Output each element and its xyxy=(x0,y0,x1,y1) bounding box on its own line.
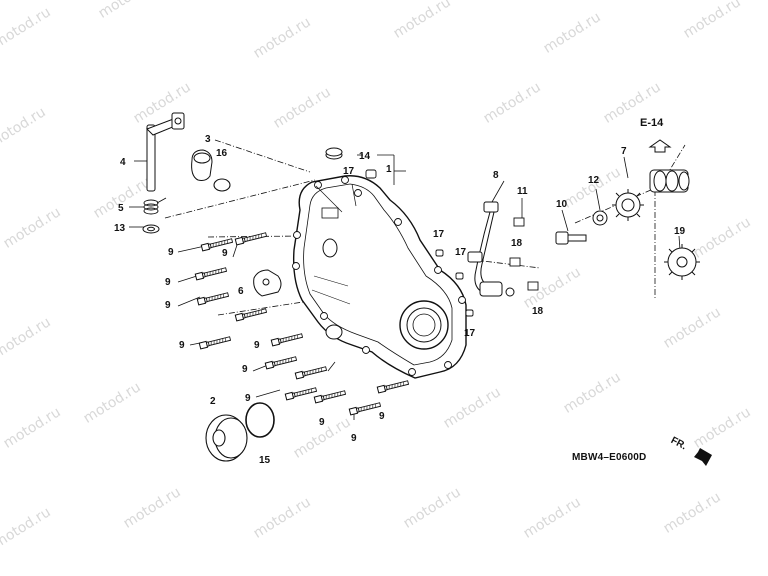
callout-6: 6 xyxy=(238,286,244,297)
pulser-rotor-part xyxy=(612,189,644,221)
callout-17: 17 xyxy=(455,247,467,258)
callout-9: 9 xyxy=(222,248,228,259)
callout-4: 4 xyxy=(120,157,126,168)
dowel-pin-part xyxy=(365,169,474,317)
callout-9: 9 xyxy=(168,247,174,258)
front-direction-arrow-icon xyxy=(694,448,712,466)
callout-16: 16 xyxy=(216,148,228,159)
cap-part xyxy=(205,414,248,462)
shift-shaft-part xyxy=(146,112,185,192)
callout-7: 7 xyxy=(621,146,627,157)
gear-washer-part xyxy=(592,210,608,226)
callout-9: 9 xyxy=(254,340,260,351)
callout-9: 9 xyxy=(165,277,171,288)
callout-9: 9 xyxy=(245,393,251,404)
seal-part xyxy=(325,147,343,160)
rotor-gear-part xyxy=(664,244,700,280)
callout-5: 5 xyxy=(118,203,124,214)
bracket-part xyxy=(253,269,282,297)
callout-9: 9 xyxy=(319,417,325,428)
callout-17: 17 xyxy=(433,229,445,240)
leader-lines xyxy=(129,139,686,420)
callout-labels: 1 2 3 4 5 6 7 8 9 9 9 9 9 9 9 9 9 9 9 10… xyxy=(114,134,686,466)
gear-bolt-part xyxy=(555,231,587,245)
cap-o-ring-part xyxy=(245,402,275,438)
reference-arrow-icon xyxy=(648,139,672,153)
callout-9: 9 xyxy=(351,433,357,444)
callout-17: 17 xyxy=(343,166,355,177)
callout-9: 9 xyxy=(379,411,385,422)
callout-1: 1 xyxy=(386,164,392,175)
callout-9: 9 xyxy=(242,364,248,375)
callout-10: 10 xyxy=(556,199,568,210)
washer-part xyxy=(142,224,160,234)
callout-18: 18 xyxy=(511,238,523,249)
callout-18: 18 xyxy=(532,306,544,317)
callout-12: 12 xyxy=(588,175,600,186)
callout-9: 9 xyxy=(179,340,185,351)
reference-label: E-14 xyxy=(640,117,664,129)
diagram-code: MBW4–E0600D xyxy=(572,452,647,463)
callout-2: 2 xyxy=(210,396,216,407)
callout-14: 14 xyxy=(359,151,371,162)
callout-8: 8 xyxy=(493,170,499,181)
callout-3: 3 xyxy=(205,134,211,145)
small-bolt-part xyxy=(509,217,539,291)
callout-17: 17 xyxy=(464,328,476,339)
callout-11: 11 xyxy=(517,186,528,197)
callout-9: 9 xyxy=(165,300,171,311)
spring-part xyxy=(143,197,167,215)
shaft-part xyxy=(649,169,690,193)
callout-19: 19 xyxy=(674,226,686,237)
crankcase-cover-part xyxy=(292,175,467,379)
callout-13: 13 xyxy=(114,223,126,234)
callout-15: 15 xyxy=(259,455,271,466)
plug-part xyxy=(191,149,213,181)
sensor-part xyxy=(467,201,515,297)
o-ring-part xyxy=(213,178,231,192)
